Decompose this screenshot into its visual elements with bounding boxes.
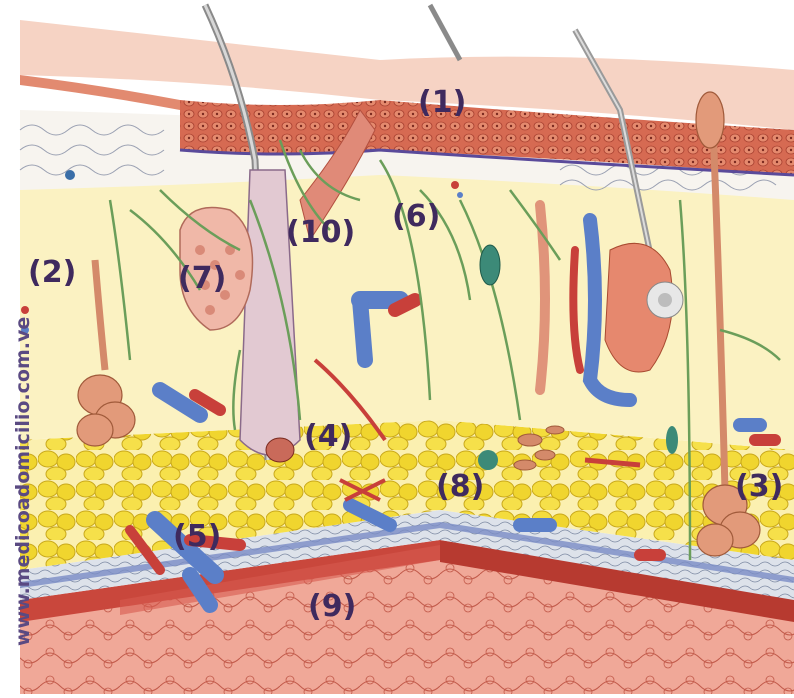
label-4: (4): [304, 422, 352, 452]
label-6: (6): [392, 202, 440, 232]
label-8: (8): [436, 472, 484, 502]
label-7: (7): [178, 264, 226, 294]
website-watermark: www.medicoadomicilio.com.ve: [12, 416, 34, 646]
label-3: (3): [735, 472, 783, 502]
label-2: (2): [28, 258, 76, 288]
label-9: (9): [308, 592, 356, 622]
label-10: (10): [286, 218, 355, 248]
label-1: (1): [418, 88, 466, 118]
label-5: (5): [173, 522, 221, 552]
